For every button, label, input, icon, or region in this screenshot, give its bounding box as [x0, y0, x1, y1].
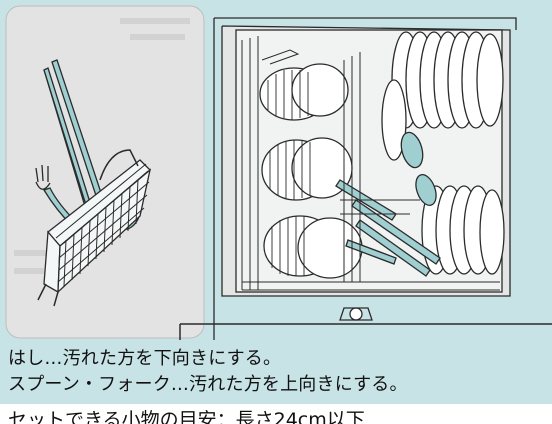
background-texture — [14, 18, 190, 274]
size-note-text: セットできる小物の目安：長さ24cm以下 — [8, 409, 365, 424]
cutlery-basket-illustration — [35, 59, 152, 307]
dishwasher-rack-illustration — [179, 17, 552, 340]
size-note-bar: セットできる小物の目安：長さ24cm以下 — [0, 404, 552, 424]
plates — [381, 31, 505, 275]
bowl-ribs — [267, 70, 311, 276]
rack-wires — [241, 36, 500, 291]
bowls — [259, 63, 363, 279]
rack-utensils — [335, 131, 441, 277]
illustration-scene — [5, 5, 552, 340]
mid-rack-lines — [340, 52, 420, 282]
cutlery-basket-panel — [5, 5, 205, 339]
chopsticks-instruction: はし…汚れた方を下向きにする。 — [8, 348, 282, 369]
spoon-fork-instruction: スプーン・フォーク…汚れた方を上向きにする。 — [8, 374, 408, 395]
